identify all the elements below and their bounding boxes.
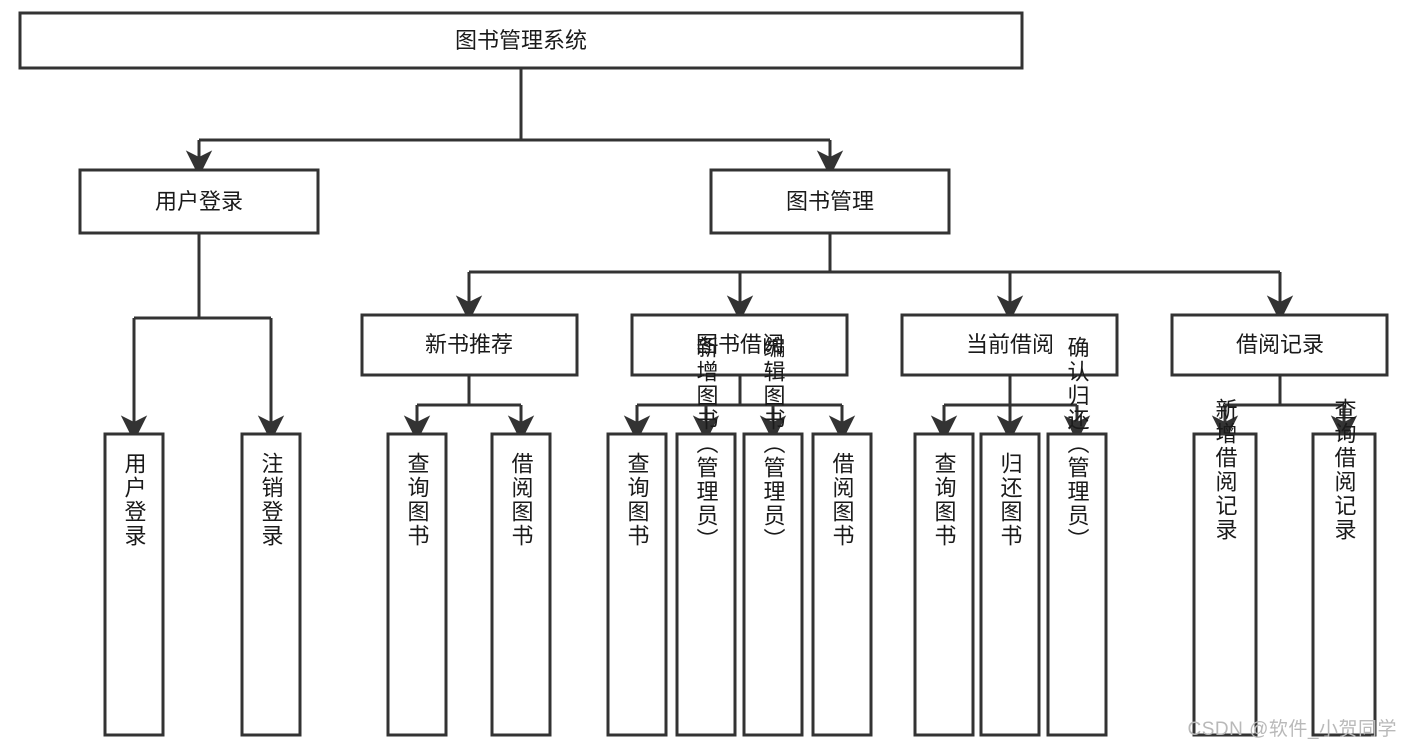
node-user-login-label: 用户登录: [155, 189, 243, 214]
node-leaf-search-book-current[interactable]: 查询图书: [913, 432, 975, 737]
edge-newbook-to-leaves: [403, 375, 535, 442]
node-leaf-search-book-recommend[interactable]: 查询图书: [386, 432, 448, 737]
node-leaf-search-book-borrow[interactable]: 查询图书: [606, 432, 668, 737]
node-root-label: 图书管理系统: [455, 28, 587, 53]
node-leaf-user-login[interactable]: 用户登录: [103, 432, 165, 737]
node-leaf-search-borrow-record[interactable]: 查询借阅记录: [1311, 398, 1377, 737]
edge-records-to-leaves: [1211, 375, 1358, 442]
node-leaf-borrow-book-borrow[interactable]: 借阅图书: [811, 432, 873, 737]
node-leaf-logout[interactable]: 注销登录: [240, 432, 302, 737]
node-leaf-return-book[interactable]: 归还图书: [979, 432, 1041, 737]
edge-userlogin-to-leaves: [120, 233, 285, 442]
node-book-borrow-label: 图书借阅: [696, 332, 784, 357]
node-leaf-borrow-book-borrow-label: 借阅图书: [830, 452, 855, 548]
node-leaf-return-book-label: 归还图书: [998, 452, 1023, 548]
node-root[interactable]: 图书管理系统: [18, 11, 1024, 70]
edge-borrow-to-leaves: [623, 375, 856, 442]
node-leaf-confirm-return-admin-label: 确认归还（管理员）: [1065, 336, 1090, 552]
node-book-borrow[interactable]: 图书借阅: [630, 313, 849, 377]
node-leaf-edit-book-admin-label: 编辑图书（管理员）: [761, 336, 786, 552]
node-leaf-logout-label: 注销登录: [259, 452, 284, 548]
node-leaf-borrow-book-recommend[interactable]: 借阅图书: [490, 432, 552, 737]
node-leaf-borrow-book-recommend-label: 借阅图书: [509, 452, 534, 548]
node-leaf-add-borrow-record-label: 新增借阅记录: [1213, 398, 1238, 542]
node-borrow-records[interactable]: 借阅记录: [1170, 313, 1389, 377]
edge-bookmgmt-to-level3: [455, 233, 1294, 322]
node-leaf-search-book-current-label: 查询图书: [932, 452, 957, 548]
node-leaf-edit-book-admin[interactable]: 编辑图书（管理员）: [742, 336, 804, 737]
node-leaf-search-book-recommend-label: 查询图书: [405, 452, 430, 548]
node-leaf-user-login-label: 用户登录: [122, 452, 147, 548]
csdn-watermark: CSDN @软件_小贺同学: [1187, 719, 1397, 740]
node-leaf-add-book-admin-label: 新增图书（管理员）: [694, 336, 719, 552]
node-new-book-recommend-label: 新书推荐: [425, 332, 513, 357]
node-leaf-search-book-borrow-label: 查询图书: [625, 452, 650, 548]
node-leaf-add-borrow-record[interactable]: 新增借阅记录: [1192, 398, 1258, 737]
node-book-management[interactable]: 图书管理: [709, 168, 951, 235]
node-new-book-recommend[interactable]: 新书推荐: [360, 313, 579, 377]
node-current-borrow[interactable]: 当前借阅: [900, 313, 1119, 377]
node-leaf-search-borrow-record-label: 查询借阅记录: [1332, 398, 1357, 542]
edge-root-to-level2: [185, 68, 844, 177]
node-leaf-confirm-return-admin[interactable]: 确认归还（管理员）: [1046, 336, 1108, 737]
node-borrow-records-label: 借阅记录: [1236, 332, 1324, 357]
node-user-login[interactable]: 用户登录: [78, 168, 320, 235]
edge-current-to-leaves: [930, 375, 1091, 442]
node-current-borrow-label: 当前借阅: [966, 332, 1054, 357]
node-leaf-add-book-admin[interactable]: 新增图书（管理员）: [675, 336, 737, 737]
node-book-management-label: 图书管理: [786, 189, 874, 214]
